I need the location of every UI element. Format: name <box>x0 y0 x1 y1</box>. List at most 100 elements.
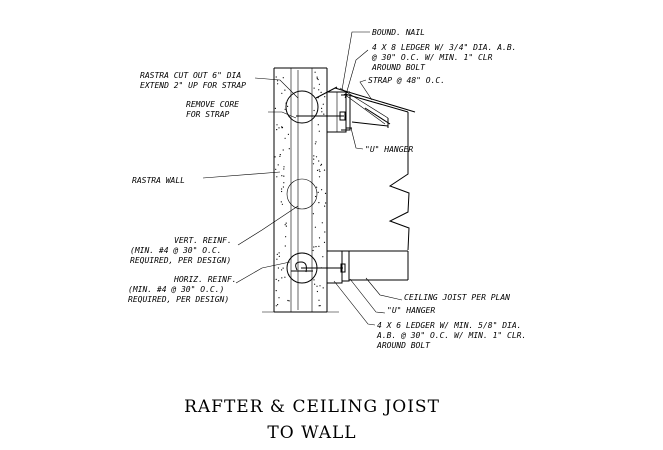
label-ledger-top-2: @ 30" O.C. W/ MIN. 1" CLR <box>371 53 493 62</box>
stipple-dot <box>318 176 321 178</box>
stipple-dot <box>276 80 279 82</box>
stipple-dot <box>276 253 278 255</box>
stipple-dot <box>313 246 315 248</box>
stipple-dot <box>313 158 315 160</box>
stipple-dot <box>316 285 318 287</box>
stipple-dot <box>324 231 326 233</box>
label-ledger-bottom-2: A.B. @ 30" O.C. W/ MIN. 1" CLR. <box>376 331 526 340</box>
stipple-dot <box>287 299 289 302</box>
stipple-dot <box>316 290 318 293</box>
stipple-dot <box>315 156 318 158</box>
stipple-dot <box>282 149 284 151</box>
stipple-dot <box>288 148 290 150</box>
stipple-dot <box>275 278 277 280</box>
stipple-dot <box>312 163 315 165</box>
stipple-dot <box>318 237 321 239</box>
stipple-dot <box>275 168 277 170</box>
stipple-dot <box>285 102 287 104</box>
stipple-dot <box>323 241 326 243</box>
stipple-dot <box>281 269 283 271</box>
label-u-hanger-top: "U" HANGER <box>365 145 413 154</box>
stipple-dot <box>317 124 319 126</box>
stipple-dot <box>322 103 324 105</box>
stipple-dot <box>288 274 290 276</box>
stipple-dot <box>284 137 286 139</box>
lower-ledger <box>301 250 409 284</box>
label-strap: STRAP @ 48" O.C. <box>368 76 445 85</box>
label-ledger-bottom-3: AROUND BOLT <box>376 341 431 350</box>
stipple-dot <box>313 155 315 157</box>
label-remove-core-2: FOR STRAP <box>186 110 230 119</box>
stipple-dot <box>314 71 316 73</box>
stipple-dot <box>318 83 320 85</box>
stipple-dot <box>323 169 326 171</box>
rafter <box>315 86 416 128</box>
label-vert-reinf-1: VERT. REINF. <box>174 236 232 245</box>
break-line <box>388 112 410 251</box>
stipple-dot <box>321 222 323 224</box>
leader-lines <box>202 31 403 326</box>
stipple-dot <box>319 305 321 307</box>
label-rastra-wall: RASTRA WALL <box>132 176 185 185</box>
stipple-dot <box>277 267 279 269</box>
stipple-dot <box>279 155 281 157</box>
stipple-dot <box>313 87 315 89</box>
stipple-dot <box>322 287 324 289</box>
stipple-dot <box>274 107 276 109</box>
stipple-dot <box>316 77 318 80</box>
stipple-dot <box>321 111 323 113</box>
label-ledger-top-1: 4 X 8 LEDGER W/ 3/4" DIA. A.B. <box>372 43 517 52</box>
stipple-dot <box>276 124 278 126</box>
stipple-dot <box>277 83 279 85</box>
stipple-dot <box>288 300 290 302</box>
title-line-2: TO WALL <box>267 423 356 443</box>
stipple-dot <box>288 116 290 118</box>
stipple-dot <box>276 129 278 131</box>
stipple-dot <box>324 96 326 98</box>
stipple-dot <box>318 245 320 247</box>
stipple-dot <box>312 213 314 215</box>
stipple-dot <box>319 170 321 173</box>
stipple-dot <box>285 236 287 238</box>
stipple-dot <box>314 283 316 285</box>
stipple-dot <box>317 191 319 193</box>
label-horiz-reinf-1: HORIZ. REINF. <box>173 275 237 284</box>
stipple-dot <box>278 127 280 129</box>
stipple-dot <box>318 160 320 162</box>
upper-ledger <box>296 91 352 133</box>
annotations: BOUND. NAIL 4 X 8 LEDGER W/ 3/4" DIA. A.… <box>128 28 526 350</box>
stipple-dot <box>280 201 282 203</box>
label-rastra-cutout-2: EXTEND 2" UP FOR STRAP <box>140 81 246 90</box>
label-vert-reinf-3: REQUIRED, PER DESIGN) <box>130 256 231 265</box>
stipple-dot <box>315 246 317 248</box>
core-middle <box>286 178 318 210</box>
stipple-dot <box>316 169 319 171</box>
label-ceiling-joist: CEILING JOIST PER PLAN <box>404 293 510 302</box>
stipple-dot <box>316 186 318 188</box>
stipple-dot <box>325 202 327 204</box>
stipple-dot <box>276 176 278 178</box>
label-vert-reinf-2: (MIN. #4 @ 30" O.C. <box>130 246 222 255</box>
stipple-dot <box>324 205 326 207</box>
stipple-dot <box>313 279 315 281</box>
stipple-dot <box>322 256 324 258</box>
label-bound-nail: BOUND. NAIL <box>372 28 425 37</box>
stipple-dot <box>284 224 286 226</box>
label-horiz-reinf-3: REQUIRED, PER DESIGN) <box>128 295 229 304</box>
stipple-dot <box>316 76 318 78</box>
label-rastra-cutout-1: RASTRA CUT OUT 6" DIA <box>140 71 241 80</box>
stipple-dot <box>315 195 317 198</box>
stipple-dot <box>319 285 321 287</box>
stipple-dot <box>278 255 280 257</box>
stipple-dot <box>318 305 320 307</box>
stipple-dot <box>287 133 289 135</box>
stipple-dot <box>284 245 286 247</box>
stipple-dot <box>281 127 283 129</box>
stipple-dot <box>287 105 289 107</box>
stipple-dot <box>281 277 283 279</box>
stipple-dot <box>281 92 283 94</box>
stipple-dot <box>320 164 322 166</box>
stipple-dot <box>314 226 316 228</box>
